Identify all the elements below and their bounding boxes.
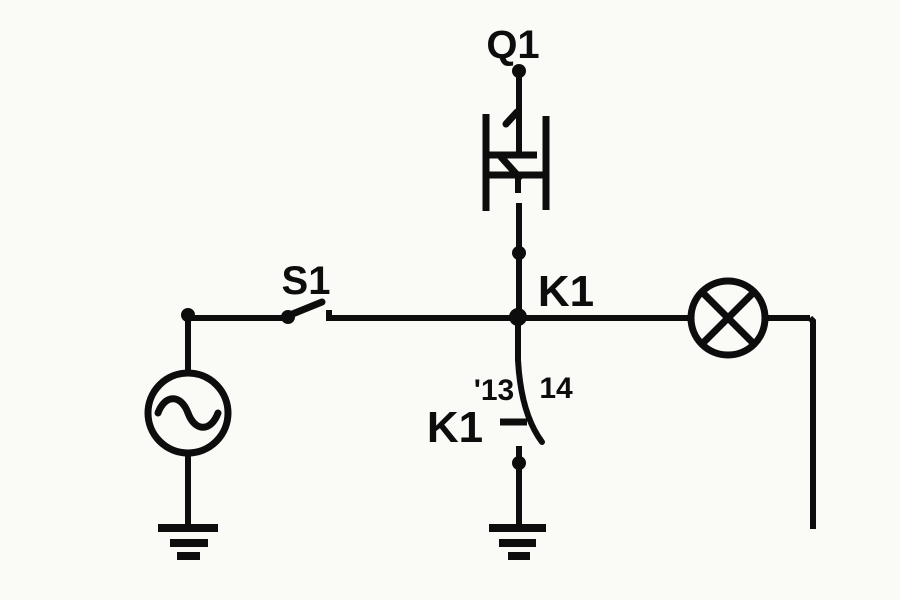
label-K1-node: K1 xyxy=(538,267,594,316)
relay-blade-curve xyxy=(515,319,545,445)
ground-icon-center xyxy=(489,524,546,560)
toggle-switch-icon xyxy=(281,298,332,324)
label-K1-contact: K1 xyxy=(427,403,483,452)
ac-source-icon xyxy=(144,315,232,528)
contact-flag xyxy=(502,108,521,128)
ground-icon-left xyxy=(158,524,218,560)
lamp-cross-2 xyxy=(699,289,757,347)
label-Q1: Q1 xyxy=(486,23,539,67)
label-terminal-14: 14 xyxy=(539,372,573,405)
relay-contact-icon xyxy=(500,319,545,528)
lamp-icon xyxy=(687,277,769,359)
terminal-dot-top xyxy=(512,64,526,78)
switch-blade xyxy=(286,298,326,319)
terminal-dot-mid xyxy=(512,246,526,260)
breaker-contact-icon xyxy=(482,64,550,318)
wire-right-drop xyxy=(807,315,816,529)
sine-wave xyxy=(154,395,222,431)
label-S1: S1 xyxy=(282,259,331,303)
label-terminal-13: '13 xyxy=(474,374,515,407)
